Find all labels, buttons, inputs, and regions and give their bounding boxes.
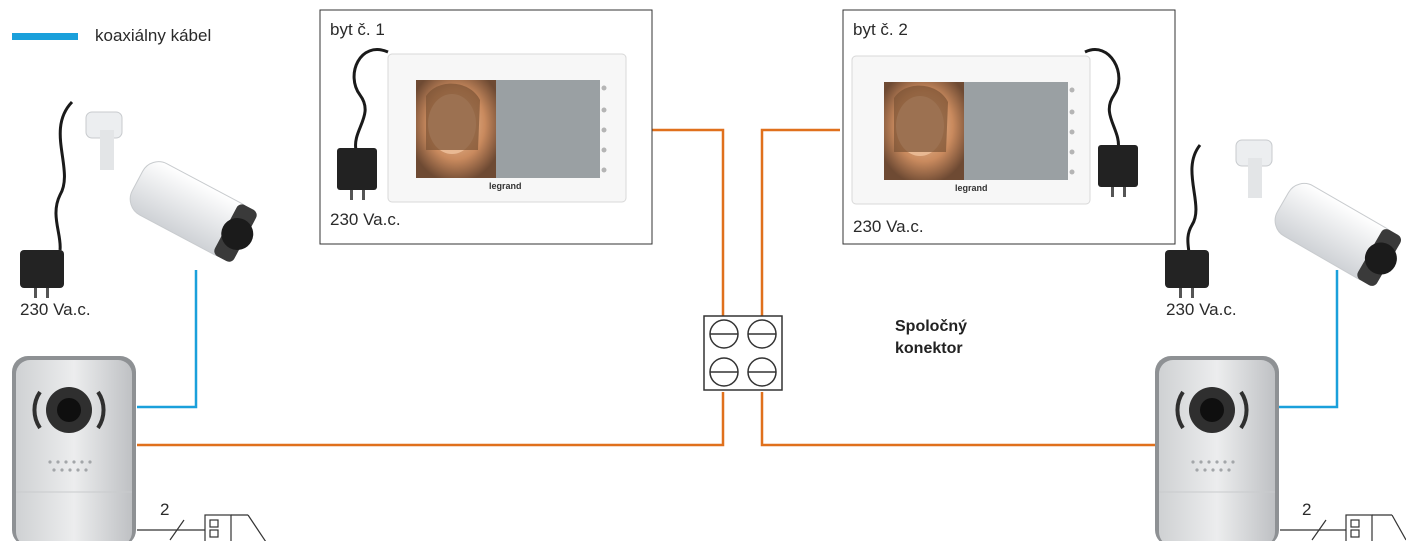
camera-right-power: 230 Va.c. — [1166, 300, 1237, 319]
lock-wire-count-right: 2 — [1302, 500, 1312, 519]
lock-wiring-right — [1280, 514, 1406, 541]
legend-coax-swatch — [12, 33, 78, 40]
coax-wire-left — [137, 270, 198, 409]
lock-wiring-left — [137, 514, 267, 541]
bus-wires — [137, 128, 1158, 447]
cctv-camera-right — [1165, 139, 1401, 298]
bus-wire-door2 — [760, 392, 1158, 447]
door-panel-right — [1155, 356, 1279, 541]
connector-label-line2: konektor — [895, 340, 963, 357]
bus-wire-door1 — [137, 392, 725, 447]
monitor-1-brand: legrand — [489, 181, 522, 191]
camera-left-power: 230 Va.c. — [20, 300, 91, 319]
bus-wire-monitor2 — [760, 128, 840, 318]
apartment-1-frame — [319, 9, 653, 245]
apartment-2-frame — [842, 9, 1176, 245]
lock-wire-count-left: 2 — [160, 500, 170, 519]
apartment-1-label: byt č. 1 — [330, 20, 385, 39]
coax-wires — [137, 270, 1339, 409]
video-monitor-2 — [851, 48, 1138, 205]
apartment-1-power: 230 Va.c. — [330, 210, 401, 229]
video-monitor-1 — [337, 48, 627, 203]
apartment-2-power: 230 Va.c. — [853, 217, 924, 236]
bus-wire-monitor1 — [652, 128, 725, 318]
door-panel-left — [12, 356, 136, 541]
apartment-2-label: byt č. 2 — [853, 20, 908, 39]
cctv-camera-left — [20, 100, 257, 298]
monitor-2-brand: legrand — [955, 183, 988, 193]
common-connector-icon — [703, 315, 783, 391]
connector-label-line1: Spoločný — [895, 318, 968, 335]
legend-coax-label: koaxiálny kábel — [95, 26, 212, 45]
coax-wire-right — [1277, 270, 1339, 409]
